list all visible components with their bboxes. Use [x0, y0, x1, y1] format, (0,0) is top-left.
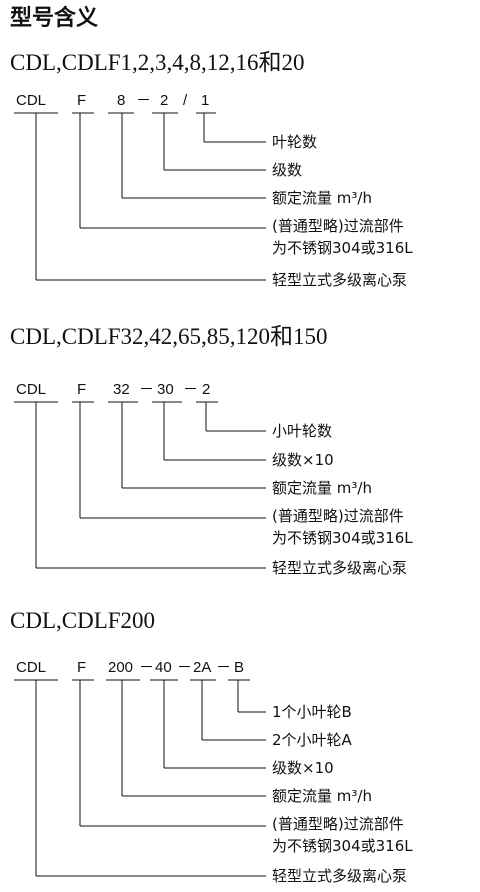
s3-label-one-small-impeller-b: 1个小叶轮B [272, 703, 352, 721]
s3-label-two-small-impeller-a: 2个小叶轮A [272, 731, 352, 749]
s1-code-cdl: CDL [16, 92, 47, 109]
s3-code-cdl: CDL [16, 659, 47, 676]
s2-label-material: (普通型略)过流部件 为不锈钢304或316L [272, 507, 413, 547]
s1-label-rated-flow: 额定流量 m³/h [272, 189, 372, 207]
s2-code-dash-1: － [139, 381, 155, 398]
s2-code-f: F [77, 381, 87, 398]
s3-code-stage: 40 [155, 659, 172, 676]
s3-code-f: F [77, 659, 87, 676]
s3-code-dash-2: － [177, 659, 193, 676]
s1-label-stage-count: 级数 [272, 161, 303, 179]
s1-code-stage: 2 [160, 92, 169, 109]
s2-label-small-impeller-count: 小叶轮数 [272, 422, 333, 440]
s3-label-rated-flow: 额定流量 m³/h [272, 787, 372, 805]
s1-code-impeller: 1 [201, 92, 210, 109]
s2-code-cdl: CDL [16, 381, 47, 398]
s3-code-dash-3: － [216, 659, 232, 676]
s2-code-stage: 30 [157, 381, 174, 398]
s1-code-f: F [77, 92, 87, 109]
section-1-heading: CDL,CDLF1,2,3,4,8,12,16和20 [10, 50, 305, 75]
s2-code-dash-2: － [183, 381, 199, 398]
s1-code-dash: － [136, 92, 152, 109]
s1-label-impeller-count: 叶轮数 [272, 133, 318, 151]
s1-label-material: (普通型略)过流部件 为不锈钢304或316L [272, 217, 413, 257]
s1-label-pump-type: 轻型立式多级离心泵 [272, 271, 408, 289]
section-2-heading: CDL,CDLF32,42,65,85,120和150 [10, 324, 328, 349]
s3-label-stage-count: 级数×10 [272, 759, 334, 777]
section-3-heading: CDL,CDLF200 [10, 608, 156, 633]
s2-code-flow: 32 [113, 381, 130, 398]
s3-code-dash-1: － [139, 659, 155, 676]
s2-code-impeller: 2 [202, 381, 211, 398]
s3-code-flow: 200 [108, 659, 134, 676]
s2-label-pump-type: 轻型立式多级离心泵 [272, 559, 408, 577]
s3-code-impeller-b: B [234, 659, 245, 676]
page-title: 型号含义 [10, 6, 99, 31]
s3-code-impeller-a: 2A [193, 659, 212, 676]
s2-label-stage-count: 级数×10 [272, 451, 334, 469]
s3-label-material: (普通型略)过流部件 为不锈钢304或316L [272, 815, 413, 855]
s3-label-pump-type: 轻型立式多级离心泵 [272, 867, 408, 885]
s1-code-flow: 8 [117, 92, 126, 109]
s1-code-slash: / [183, 92, 188, 109]
s2-label-rated-flow: 额定流量 m³/h [272, 479, 372, 497]
